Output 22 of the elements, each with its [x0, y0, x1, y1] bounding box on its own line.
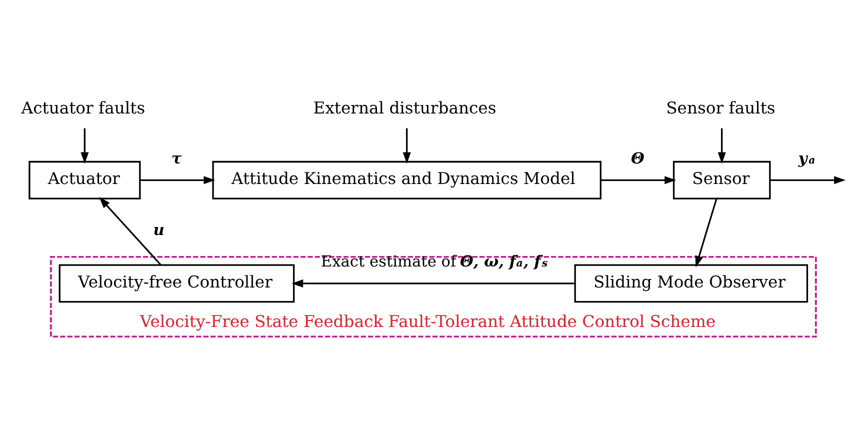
edge-label: u [152, 220, 164, 239]
edge-label: Exact estimate of Θ, ω, fa, fs [320, 252, 548, 271]
arrow [98, 196, 161, 266]
arrow [717, 128, 726, 164]
edge-label: τ [170, 149, 182, 168]
arrow [769, 176, 846, 184]
arrow [600, 176, 676, 184]
node-text: External disturbances [312, 98, 496, 118]
node-text: Actuator faults [20, 98, 145, 118]
node-box: Sliding Mode Observer [574, 264, 808, 303]
node-box: Actuator [28, 160, 140, 200]
arrow [140, 176, 215, 184]
arrow [402, 128, 410, 164]
edge-label: ya [798, 149, 815, 168]
arrow [80, 128, 88, 164]
arrow [694, 198, 717, 268]
node-box: Velocity-free Controller [58, 264, 294, 303]
arrow [291, 279, 574, 288]
node-box: Attitude Kinematics and Dynamics Model [212, 160, 601, 200]
edge-label: Θ [630, 149, 644, 168]
node-text: Sensor faults [666, 98, 775, 118]
node-box: Sensor [672, 160, 770, 200]
